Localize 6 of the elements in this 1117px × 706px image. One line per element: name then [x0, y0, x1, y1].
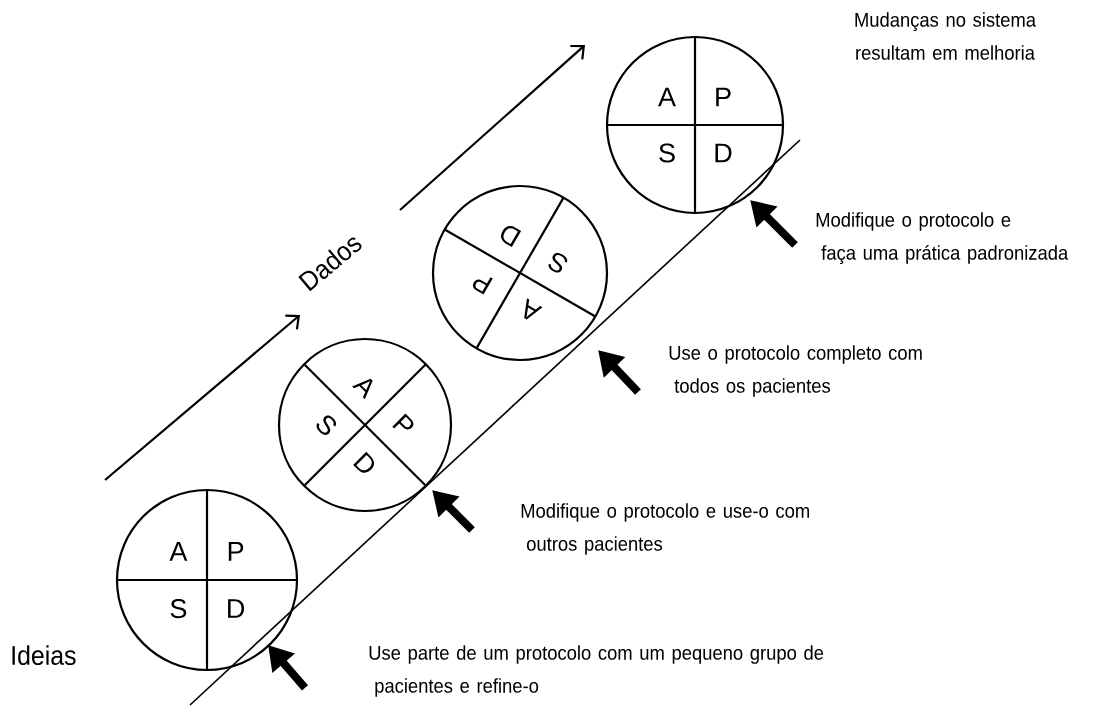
axis-label: Ideias	[12, 645, 76, 665]
annotation-text: Use o protocolo completo com todos os pacientes	[669, 345, 922, 397]
caption-text: Mudanças no sistema resultam em melhoria	[855, 12, 1036, 60]
annotation-text: Use parte de um protocolo com um pequeno grupo de pacientes e refine-o	[369, 645, 824, 697]
annotation-text: Modifique o protocolo e faça uma prática padronizada	[816, 212, 1069, 264]
annotation-text: Modifique o protocolo e use-o com outros pacientes	[521, 503, 809, 555]
